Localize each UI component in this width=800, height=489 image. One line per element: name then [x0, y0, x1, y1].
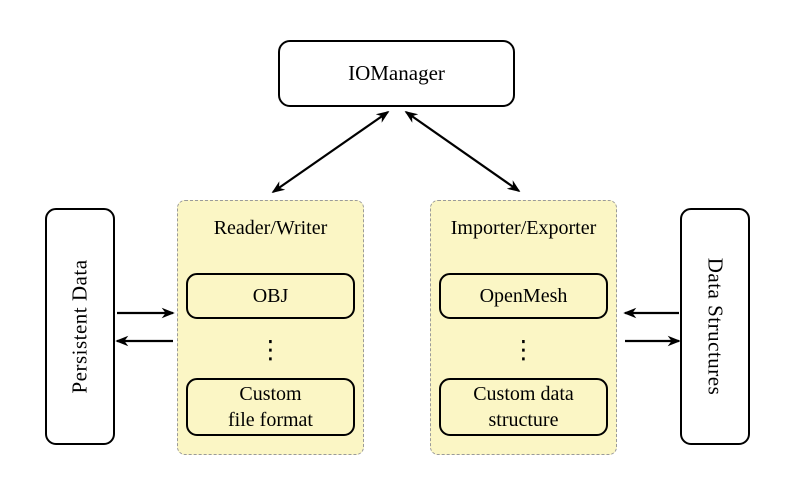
arrow-iomanager-importerexporter	[404, 111, 521, 192]
node-obj-label: OBJ	[252, 284, 289, 307]
node-custom-file-format-line1: Custom	[239, 383, 302, 405]
node-openmesh-label: OpenMesh	[479, 284, 568, 307]
node-custom-file-format: Custom file format	[186, 378, 355, 436]
node-obj: OBJ	[186, 273, 355, 319]
node-custom-data-structure-line2: structure	[488, 409, 559, 431]
group-reader-writer: Reader/Writer OBJ ⋮ Custom file format	[177, 200, 364, 455]
node-iomanager: IOManager	[278, 40, 515, 107]
node-custom-data-structure-line1: Custom data	[473, 383, 574, 405]
node-iomanager-label: IOManager	[348, 61, 445, 85]
node-custom-file-format-line2: file format	[228, 409, 313, 431]
ellipsis-importer-exporter: ⋮	[511, 334, 536, 364]
ellipsis-reader-writer: ⋮	[258, 334, 283, 364]
group-importer-exporter: Importer/Exporter OpenMesh ⋮ Custom data…	[430, 200, 617, 455]
node-persistent-data-label: Persistent Data	[67, 259, 92, 394]
node-openmesh: OpenMesh	[439, 273, 608, 319]
node-data-structures-label: Data Structures	[703, 257, 728, 396]
group-reader-writer-title: Reader/Writer	[213, 217, 328, 239]
arrow-iomanager-readerwriter	[271, 111, 390, 193]
group-importer-exporter-title: Importer/Exporter	[450, 217, 597, 239]
node-persistent-data: Persistent Data	[45, 208, 115, 445]
node-custom-data-structure: Custom data structure	[439, 378, 608, 436]
node-data-structures: Data Structures	[680, 208, 750, 445]
